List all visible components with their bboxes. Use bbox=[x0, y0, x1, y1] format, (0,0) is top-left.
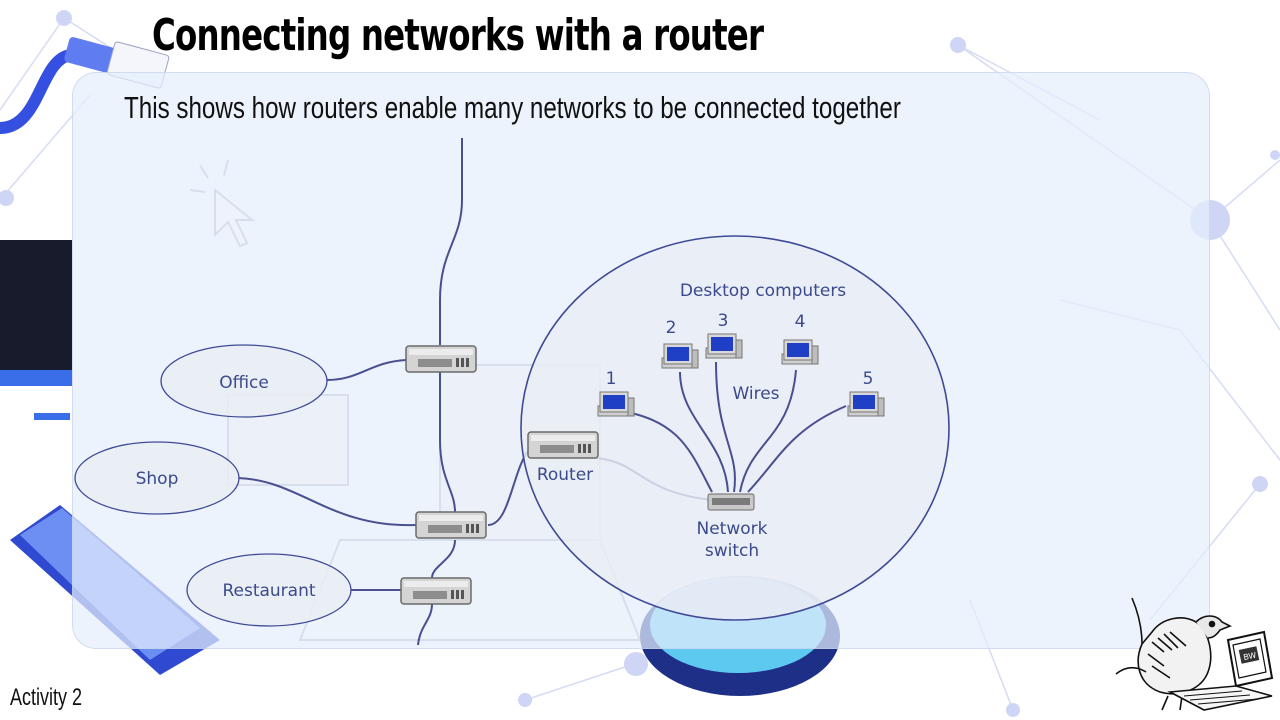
network-switch-icon bbox=[707, 493, 755, 511]
restaurant-label: Restaurant bbox=[222, 581, 315, 601]
switch-label-line2: switch bbox=[705, 541, 759, 561]
shop-network bbox=[74, 441, 240, 515]
office-label: Office bbox=[219, 373, 269, 393]
router-icon bbox=[415, 511, 487, 539]
monitor-decoration bbox=[0, 240, 72, 420]
lan-ellipse bbox=[520, 235, 950, 621]
slide-subtitle: This shows how routers enable many netwo… bbox=[124, 90, 901, 125]
activity-label: Activity 2 bbox=[10, 684, 83, 711]
computer-number: 4 bbox=[795, 312, 806, 332]
computer-number: 3 bbox=[718, 311, 729, 331]
router-label: Router bbox=[537, 465, 593, 485]
router-icon bbox=[400, 577, 472, 605]
computer-number: 2 bbox=[666, 318, 677, 338]
desktop-computers-label: Desktop computers bbox=[680, 281, 846, 301]
router-icon bbox=[527, 431, 599, 459]
shop-label: Shop bbox=[136, 469, 179, 489]
wires-label: Wires bbox=[732, 384, 779, 404]
svg-text:BW: BW bbox=[1243, 651, 1258, 663]
switch-label-line1: Network bbox=[697, 519, 768, 539]
wren-mascot-icon: BW bbox=[1115, 597, 1274, 711]
slide-title: Connecting networks with a router bbox=[152, 10, 764, 61]
office-network bbox=[160, 344, 328, 418]
computer-number: 1 bbox=[606, 369, 617, 389]
restaurant-network bbox=[186, 553, 352, 627]
router-icon bbox=[405, 345, 477, 373]
computer-number: 5 bbox=[863, 369, 874, 389]
